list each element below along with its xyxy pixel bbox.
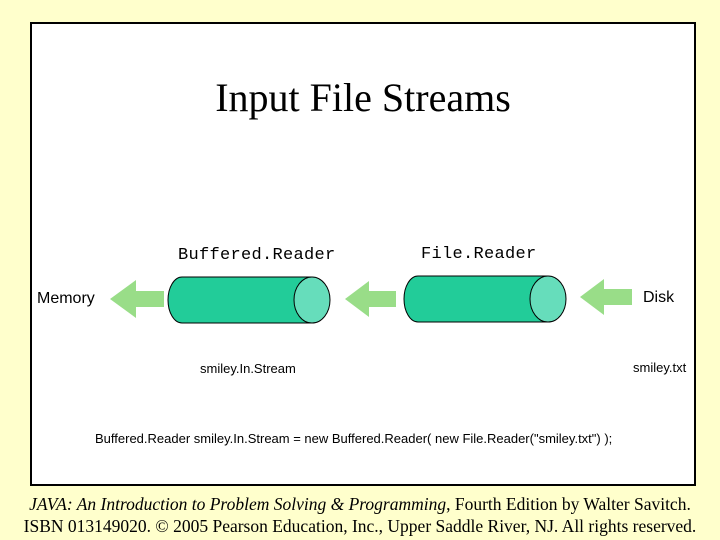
slide-footer: JAVA: An Introduction to Problem Solving… — [0, 493, 720, 537]
arrow-to-memory — [110, 280, 164, 318]
disk-label: Disk — [643, 289, 675, 306]
code-line: Buffered.Reader smiley.In.Stream = new B… — [95, 431, 613, 446]
file-reader-label: File.Reader — [421, 245, 537, 264]
footer-book-title: JAVA: An Introduction to Problem Solving… — [29, 494, 447, 514]
file-name-label: smiley.txt — [633, 360, 687, 375]
memory-label: Memory — [37, 290, 95, 307]
arrow-to-buffered-reader — [345, 281, 396, 317]
footer-copyright: ISBN 013149020. © 2005 Pearson Education… — [23, 516, 697, 536]
footer-edition: , Fourth Edition by Walter Savitch. — [446, 494, 691, 514]
buffered-reader-cylinder — [167, 276, 331, 324]
file-reader-cylinder — [403, 275, 567, 323]
arrow-to-file-reader — [580, 279, 632, 315]
buffered-reader-label: Buffered.Reader — [178, 246, 336, 265]
stream-name-label: smiley.In.Stream — [200, 361, 296, 376]
slide-panel: Input File Streams — [30, 22, 696, 486]
slide-title: Input File Streams — [215, 75, 511, 120]
